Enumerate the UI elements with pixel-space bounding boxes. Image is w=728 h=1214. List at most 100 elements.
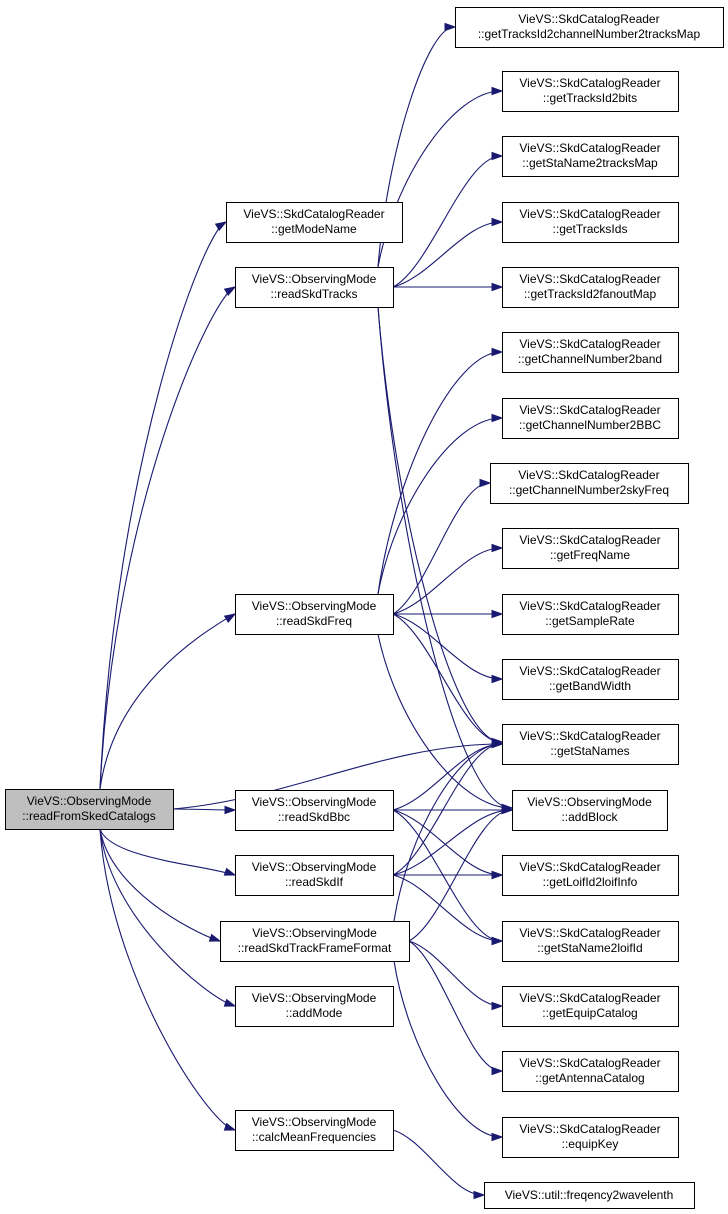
- node-label-2: ::getStaName2loifId: [537, 941, 642, 955]
- node-label-2: ::getChannelNumber2band: [518, 352, 662, 366]
- node-ab[interactable]: VieVS::ObservingMode::addBlock: [512, 790, 668, 831]
- node-rif[interactable]: VieVS::ObservingMode::readSkdIf: [235, 855, 394, 896]
- node-t2c[interactable]: VieVS::SkdCatalogReader::getTracksId2cha…: [455, 7, 724, 48]
- edge-line: [392, 613, 502, 743]
- edge-rtr-t2f: [393, 282, 504, 292]
- node-box: [5, 789, 174, 830]
- edge-line: [392, 221, 502, 288]
- node-tids[interactable]: VieVS::SkdCatalogReader::getTracksIds: [502, 202, 679, 243]
- node-box: [220, 921, 410, 962]
- edge-line: [99, 828, 235, 876]
- node-label-1: VieVS::ObservingMode: [252, 860, 377, 874]
- edge-line: [393, 743, 502, 922]
- edge-arrowhead: [491, 86, 504, 96]
- node-anc[interactable]: VieVS::SkdCatalogReader::getAntennaCatal…: [502, 1051, 679, 1092]
- edge-rtff-sn: [393, 739, 504, 922]
- node-label-1: VieVS::SkdCatalogReader: [519, 207, 660, 221]
- node-label-2: ::getStaNames: [550, 744, 629, 758]
- edge-arrowhead: [223, 867, 237, 876]
- node-rbb[interactable]: VieVS::ObservingMode::readSkdBbc: [235, 790, 394, 831]
- node-rfq[interactable]: VieVS::ObservingMode::readSkdFreq: [235, 594, 394, 635]
- nodes-layer: VieVS::ObservingMode::readFromSkedCatalo…: [5, 7, 724, 1209]
- node-label-1: VieVS::SkdCatalogReader: [519, 926, 660, 940]
- edge-rfq-c2sky: [392, 478, 492, 615]
- node-label-1: VieVS::SkdCatalogReader: [519, 991, 660, 1005]
- node-label-2: ::getModeName: [271, 222, 357, 236]
- node-label-2: ::readSkdTracks: [271, 287, 358, 301]
- node-box: [502, 267, 679, 308]
- edge-root-rfq: [99, 613, 237, 790]
- edge-line: [99, 286, 235, 790]
- node-t2f[interactable]: VieVS::SkdCatalogReader::getTracksId2fan…: [502, 267, 679, 308]
- edge-arrowhead: [223, 286, 237, 297]
- node-bw[interactable]: VieVS::SkdCatalogReader::getBandWidth: [502, 659, 679, 700]
- node-am[interactable]: VieVS::ObservingMode::addMode: [235, 986, 394, 1027]
- edge-rtr-tids: [392, 217, 504, 288]
- edge-rfq-c2band: [377, 347, 504, 595]
- node-f2w[interactable]: VieVS::util::freqency2wavelenth: [484, 1182, 695, 1209]
- node-c2sky[interactable]: VieVS::SkdCatalogReader::getChannelNumbe…: [490, 463, 689, 504]
- node-label-1: VieVS::SkdCatalogReader: [519, 533, 660, 547]
- node-gmn[interactable]: VieVS::SkdCatalogReader::getModeName: [226, 202, 403, 243]
- node-label-1: VieVS::SkdCatalogReader: [243, 207, 384, 221]
- edge-rfq-sn: [392, 613, 504, 747]
- edge-arrowhead: [491, 870, 504, 880]
- node-eqc[interactable]: VieVS::SkdCatalogReader::getEquipCatalog: [502, 986, 679, 1027]
- node-label-1: VieVS::SkdCatalogReader: [519, 599, 660, 613]
- node-rtr[interactable]: VieVS::ObservingMode::readSkdTracks: [235, 267, 394, 308]
- edge-root-rbb: [172, 805, 237, 815]
- edge-line: [392, 809, 502, 876]
- edge-rif-ab: [392, 805, 514, 876]
- node-sn[interactable]: VieVS::SkdCatalogReader::getStaNames: [502, 724, 679, 765]
- node-label-1: VieVS::SkdCatalogReader: [519, 1122, 660, 1136]
- edge-rif-l2l: [393, 870, 504, 880]
- node-label-1: VieVS::SkdCatalogReader: [519, 729, 660, 743]
- node-box: [502, 332, 679, 373]
- edge-arrowhead: [491, 413, 504, 423]
- node-label-2: ::getStaName2tracksMap: [522, 156, 658, 170]
- node-rtff[interactable]: VieVS::ObservingMode::readSkdTrackFrameF…: [220, 921, 410, 962]
- node-box: [502, 855, 679, 896]
- edge-rtff-eqc: [408, 940, 504, 1011]
- node-srate[interactable]: VieVS::SkdCatalogReader::getSampleRate: [502, 594, 679, 635]
- edge-root-am: [99, 828, 237, 1007]
- edge-line: [392, 1129, 484, 1196]
- node-l2l[interactable]: VieVS::SkdCatalogReader::getLoifId2loifI…: [502, 855, 679, 896]
- node-t2b[interactable]: VieVS::SkdCatalogReader::getTracksId2bit…: [502, 71, 679, 112]
- node-s2l[interactable]: VieVS::SkdCatalogReader::getStaName2loif…: [502, 921, 679, 962]
- edge-line: [392, 547, 502, 615]
- node-eqk[interactable]: VieVS::SkdCatalogReader::equipKey: [502, 1117, 679, 1158]
- edge-arrowhead: [491, 1001, 504, 1011]
- node-label-2: ::equipKey: [562, 1137, 619, 1151]
- edge-arrowhead: [223, 998, 237, 1007]
- edge-line: [393, 960, 502, 1138]
- node-label-2: ::getTracksId2channelNumber2tracksMap: [478, 27, 701, 41]
- node-box: [512, 790, 668, 831]
- edge-line: [392, 155, 502, 288]
- node-label-2: ::readFromSkedCatalogs: [22, 809, 155, 823]
- edge-arrowhead: [491, 609, 504, 619]
- edge-rif-sn: [392, 739, 504, 876]
- node-label-1: VieVS::ObservingMode: [252, 1115, 377, 1129]
- node-label-2: ::getChannelNumber2BBC: [519, 418, 661, 432]
- node-fqn[interactable]: VieVS::SkdCatalogReader::getFreqName: [502, 528, 679, 569]
- node-root[interactable]: VieVS::ObservingMode::readFromSkedCatalo…: [5, 789, 174, 830]
- node-label-1: VieVS::ObservingMode: [527, 795, 652, 809]
- node-label-2: ::readSkdBbc: [278, 810, 350, 824]
- node-label-2: ::getTracksId2bits: [543, 91, 637, 105]
- node-cmf[interactable]: VieVS::ObservingMode::calcMeanFrequencie…: [235, 1110, 394, 1151]
- node-label-2: ::addBlock: [561, 810, 618, 824]
- edge-rbb-sn: [392, 739, 504, 811]
- node-c2bbc[interactable]: VieVS::SkdCatalogReader::getChannelNumbe…: [502, 398, 679, 439]
- node-c2band[interactable]: VieVS::SkdCatalogReader::getChannelNumbe…: [502, 332, 679, 373]
- node-s2t[interactable]: VieVS::SkdCatalogReader::getStaName2trac…: [502, 136, 679, 177]
- edge-rtff-eqk: [393, 960, 504, 1142]
- node-box: [502, 1117, 679, 1158]
- node-box: [235, 1110, 394, 1151]
- edge-line: [99, 221, 226, 790]
- edge-line: [99, 828, 220, 942]
- node-label-2: ::getBandWidth: [549, 679, 631, 693]
- edge-rfq-ab: [377, 633, 514, 813]
- node-box: [502, 1051, 679, 1092]
- edge-arrowhead: [491, 347, 504, 357]
